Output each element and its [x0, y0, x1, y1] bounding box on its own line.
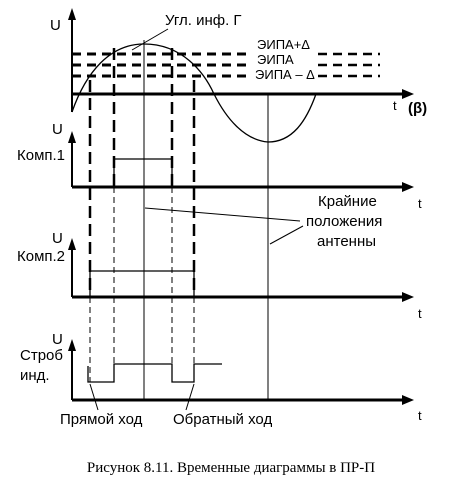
name-comp1: Комп.1	[17, 147, 65, 164]
x-label-top: t	[393, 98, 397, 113]
y-label-top: U	[50, 17, 61, 34]
x-axis-strobe-arrow	[402, 395, 414, 405]
name-strobe-line1: Строб	[20, 347, 63, 364]
curve-label: Угл. инф. Г	[165, 12, 242, 29]
extreme-label-line1: Крайние	[318, 193, 377, 210]
x-axis-top-arrow	[402, 89, 414, 99]
y-label-comp2: U	[52, 230, 63, 247]
forward-label: Прямой ход	[60, 411, 143, 428]
name-strobe-line2: инд.	[20, 367, 50, 384]
extreme-pointer-2	[269, 225, 304, 245]
y-axis-strobe-arrow	[68, 339, 76, 351]
threshold-upper-label: ЭИПА+Δ	[257, 37, 310, 52]
extreme-label-line3: антенны	[317, 233, 376, 250]
x-axis-comp2-arrow	[402, 292, 414, 302]
x-label-comp2: t	[418, 306, 422, 321]
y-axis-comp1-arrow	[68, 131, 76, 143]
name-comp2: Комп.2	[17, 248, 65, 265]
figure-caption: Рисунок 8.11. Временные диаграммы в ПР-П	[87, 460, 375, 476]
extreme-pointer-1	[144, 207, 301, 222]
panel-angle-info: U t (β) ЭИПА+Δ ЭИПА ЭИПА – Δ Угл. инф. Г	[50, 8, 427, 143]
beta-label: (β)	[408, 100, 427, 117]
vertical-guides	[88, 40, 269, 400]
annotations: Крайние положения антенны Прямой ход Обр…	[60, 193, 382, 428]
strobe-signal	[87, 363, 222, 383]
y-label-strobe: U	[52, 331, 63, 348]
y-axis-top-arrow	[68, 8, 76, 20]
extreme-label-line2: положения	[306, 213, 382, 230]
forward-pointer	[89, 383, 99, 411]
curve-label-pointer	[131, 28, 169, 51]
threshold-middle-label: ЭИПА	[257, 52, 294, 67]
threshold-lower-label: ЭИПА – Δ	[255, 67, 315, 82]
x-axis-comp1-arrow	[402, 182, 414, 192]
backward-pointer	[185, 383, 195, 411]
panel-comp2: U Комп.2 t	[17, 230, 422, 321]
y-axis-comp2-arrow	[68, 238, 76, 250]
panel-comp1: U Комп.1 t	[17, 121, 422, 211]
x-label-strobe: t	[418, 408, 422, 423]
y-label-comp1: U	[52, 121, 63, 138]
angle-info-curve	[71, 43, 317, 143]
comp1-pulse	[113, 158, 173, 187]
x-label-comp1: t	[418, 196, 422, 211]
backward-label: Обратный ход	[173, 411, 272, 428]
panel-strobe: U Строб инд. t	[20, 331, 422, 423]
comp2-pulse	[89, 270, 195, 297]
